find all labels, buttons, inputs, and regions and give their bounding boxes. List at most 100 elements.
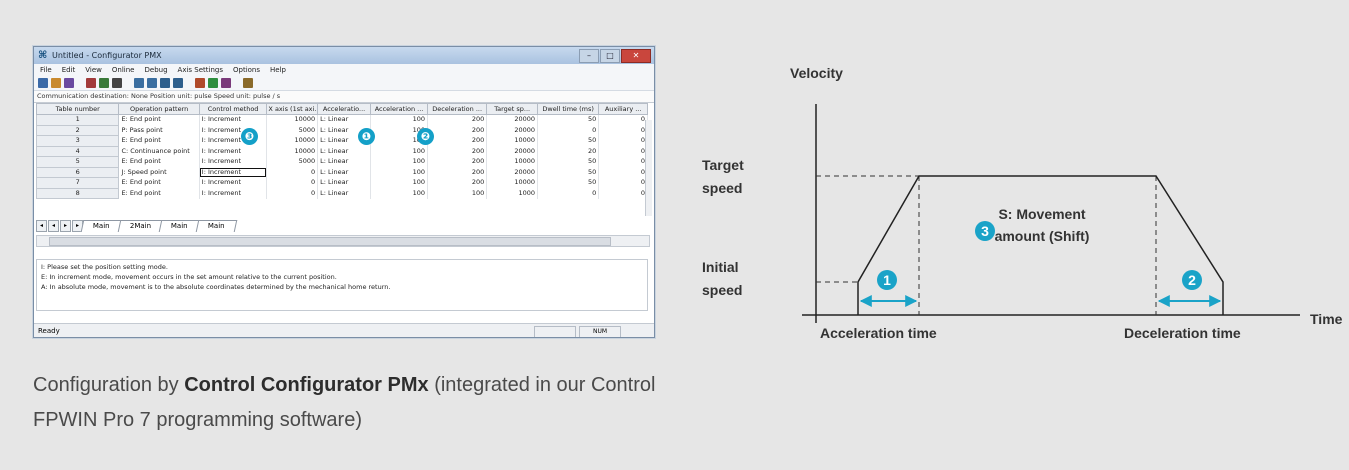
vertical-scrollbar[interactable]	[645, 120, 652, 216]
control-method-cell[interactable]: I: Increment	[199, 114, 268, 125]
operation-pattern-cell[interactable]: P: Pass point	[118, 125, 200, 136]
operation-pattern-cell[interactable]: C: Continuance point	[118, 146, 200, 157]
menu-online[interactable]: Online	[111, 66, 135, 74]
close-button[interactable]: ✕	[621, 49, 651, 63]
control-method-cell[interactable]: I: Increment	[199, 135, 268, 146]
acceleration-type-cell[interactable]: L: Linear	[317, 114, 371, 125]
operation-pattern-cell[interactable]: E: End point	[118, 156, 200, 167]
acceleration-type-cell[interactable]: L: Linear	[317, 177, 371, 188]
col-auxiliary[interactable]: Auxiliary ...	[598, 103, 648, 115]
col-deceleration[interactable]: Deceleration ...	[427, 103, 488, 115]
cut-icon[interactable]	[86, 78, 96, 88]
next-sheet-button[interactable]: ▸	[60, 220, 71, 232]
auxiliary-cell[interactable]: 0	[598, 188, 648, 199]
tab-main-1[interactable]: Main	[80, 220, 122, 232]
table-number-cell[interactable]: 1	[35, 114, 120, 126]
download-icon[interactable]	[208, 78, 218, 88]
menu-debug[interactable]: Debug	[144, 66, 168, 74]
acceleration-cell[interactable]: 100	[370, 177, 429, 188]
target-speed-cell[interactable]: 10000	[486, 156, 538, 167]
table-number-cell[interactable]: 6	[35, 166, 120, 178]
x-axis-cell[interactable]: 0	[266, 167, 319, 178]
target-speed-cell[interactable]: 1000	[486, 188, 538, 199]
target-speed-cell[interactable]: 10000	[486, 135, 538, 146]
tab-main-4[interactable]: Main	[195, 220, 237, 232]
dwell-time-cell[interactable]: 50	[537, 167, 600, 178]
auxiliary-cell[interactable]: 0	[598, 167, 648, 178]
deceleration-cell[interactable]: 200	[427, 167, 488, 178]
acceleration-cell[interactable]: 100	[370, 156, 429, 167]
auxiliary-cell[interactable]: 0	[598, 114, 648, 125]
control-method-cell[interactable]: I: Increment	[199, 156, 268, 167]
col-control-method[interactable]: Control method	[198, 103, 268, 115]
col-dwell-time[interactable]: Dwell time (ms)	[536, 103, 600, 115]
menu-file[interactable]: File	[40, 66, 52, 74]
control-method-cell[interactable]: I: Increment	[199, 188, 268, 199]
acceleration-type-cell[interactable]: L: Linear	[317, 146, 371, 157]
acceleration-type-cell[interactable]: L: Linear	[317, 188, 371, 199]
tab-main-3[interactable]: Main	[158, 220, 200, 232]
target-speed-cell[interactable]: 20000	[486, 146, 538, 157]
copy-icon[interactable]	[99, 78, 109, 88]
save-icon[interactable]	[64, 78, 74, 88]
minimize-button[interactable]: –	[579, 49, 599, 63]
control-method-cell[interactable]: I: Increment	[199, 177, 268, 188]
control-method-cell[interactable]: I: Increment	[199, 167, 268, 178]
open-icon[interactable]	[51, 78, 61, 88]
undo-icon[interactable]	[134, 78, 144, 88]
table-number-cell[interactable]: 8	[35, 187, 120, 199]
col-acceleration-type[interactable]: Acceleratio...	[317, 103, 371, 115]
upload-icon[interactable]	[195, 78, 205, 88]
table-number-cell[interactable]: 3	[35, 135, 120, 147]
acceleration-cell[interactable]: 100	[370, 188, 429, 199]
maximize-button[interactable]: □	[600, 49, 620, 63]
auxiliary-cell[interactable]: 0	[598, 146, 648, 157]
deceleration-cell[interactable]: 200	[427, 125, 488, 136]
x-axis-cell[interactable]: 5000	[266, 156, 319, 167]
col-x-axis[interactable]: X axis (1st axi...	[266, 103, 319, 115]
dwell-time-cell[interactable]: 50	[537, 156, 600, 167]
redo-icon[interactable]	[147, 78, 157, 88]
dwell-time-cell[interactable]: 50	[537, 135, 600, 146]
menu-axis-settings[interactable]: Axis Settings	[177, 66, 223, 74]
auxiliary-cell[interactable]: 0	[598, 156, 648, 167]
prev-sheet-button[interactable]: ◂	[48, 220, 59, 232]
auxiliary-cell[interactable]: 0	[598, 125, 648, 136]
auxiliary-cell[interactable]: 0	[598, 135, 648, 146]
new-icon[interactable]	[38, 78, 48, 88]
acceleration-cell[interactable]: 100	[370, 167, 429, 178]
x-axis-cell[interactable]: 10000	[266, 114, 319, 125]
tab-main-2[interactable]: 2Main	[117, 220, 164, 232]
first-sheet-button[interactable]: ◂	[36, 220, 47, 232]
monitor-icon[interactable]	[221, 78, 231, 88]
acceleration-cell[interactable]: 100	[370, 146, 429, 157]
dwell-time-cell[interactable]: 50	[537, 177, 600, 188]
table-icon[interactable]	[173, 78, 183, 88]
deceleration-cell[interactable]: 200	[427, 146, 488, 157]
menu-edit[interactable]: Edit	[61, 66, 76, 74]
deceleration-cell[interactable]: 200	[427, 156, 488, 167]
x-axis-cell[interactable]: 0	[266, 177, 319, 188]
settings-icon[interactable]	[243, 78, 253, 88]
acceleration-type-cell[interactable]: L: Linear	[317, 156, 371, 167]
dwell-time-cell[interactable]: 0	[537, 125, 600, 136]
table-number-cell[interactable]: 2	[35, 124, 120, 136]
scroll-thumb[interactable]	[49, 237, 611, 246]
target-speed-cell[interactable]: 10000	[486, 177, 538, 188]
dwell-time-cell[interactable]: 0	[537, 188, 600, 199]
col-operation-pattern[interactable]: Operation pattern	[118, 103, 200, 115]
operation-pattern-cell[interactable]: E: End point	[118, 188, 200, 199]
table-number-cell[interactable]: 7	[35, 177, 120, 189]
operation-pattern-cell[interactable]: E: End point	[118, 177, 200, 188]
acceleration-cell[interactable]: 100	[370, 114, 429, 125]
dwell-time-cell[interactable]: 50	[537, 114, 600, 125]
target-speed-cell[interactable]: 20000	[486, 114, 538, 125]
deceleration-cell[interactable]: 200	[427, 135, 488, 146]
col-target-speed[interactable]: Target sp...	[486, 103, 538, 115]
